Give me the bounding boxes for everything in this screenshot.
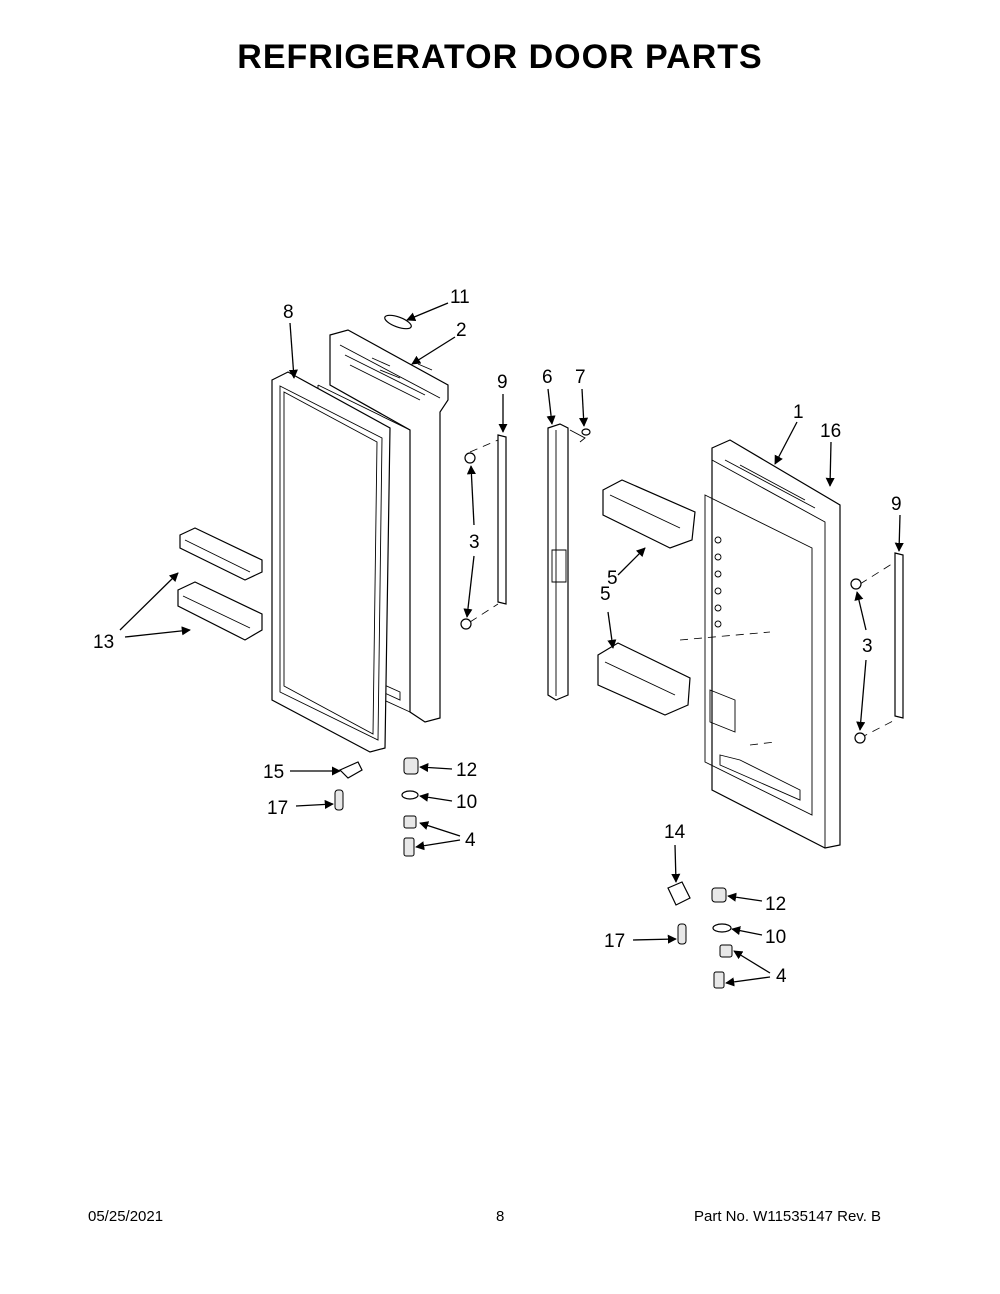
callout-4-left: 4: [465, 830, 476, 851]
left-door-bins: [177, 527, 263, 641]
callout-12-right: 12: [765, 894, 786, 915]
callout-12-left: 12: [456, 760, 477, 781]
callout-9-left: 9: [497, 372, 508, 393]
callout-17-left: 17: [267, 798, 288, 819]
callout-9-right: 9: [891, 494, 902, 515]
callout-10-left: 10: [456, 792, 477, 813]
callout-11: 11: [450, 287, 470, 308]
page-title: REFRIGERATOR DOOR PARTS: [237, 38, 763, 76]
right-handle-trim: [850, 552, 904, 744]
callout-5-upper: 5: [607, 568, 618, 589]
callout-10-right: 10: [765, 927, 786, 948]
callout-14: 14: [664, 822, 686, 843]
callout-3-right: 3: [862, 636, 873, 657]
right-hinge-hardware: [667, 881, 733, 989]
footer-page-number: 8: [496, 1208, 505, 1225]
callout-7: 7: [575, 367, 586, 388]
callout-1: 1: [793, 402, 804, 423]
callout-17-right: 17: [604, 931, 625, 952]
callout-3-left: 3: [469, 532, 480, 553]
center-mullion: [547, 423, 591, 701]
footer-date: 05/25/2021: [88, 1208, 164, 1225]
callout-16: 16: [820, 421, 841, 442]
callout-labels: 11 2 8 9 6 7 1 16 9 3 5 5 3 13 15 12 17 …: [93, 287, 902, 987]
callout-13: 13: [93, 632, 114, 653]
callout-8: 8: [283, 302, 294, 323]
left-door-gasket: [271, 371, 391, 753]
callout-5-lower: 5: [600, 584, 611, 605]
leader-lines: [119, 302, 904, 987]
callout-15: 15: [263, 762, 284, 783]
left-handle-trim: [460, 434, 507, 630]
right-door-liner: [679, 439, 841, 849]
left-hinge-hardware: [334, 757, 419, 857]
part-11-cap: [384, 314, 412, 330]
footer-part-number: Part No. W11535147 Rev. B: [694, 1208, 882, 1225]
callout-4-right: 4: [776, 966, 787, 987]
callout-2: 2: [456, 320, 467, 341]
right-door-bins: [597, 479, 696, 716]
callout-6: 6: [542, 367, 553, 388]
